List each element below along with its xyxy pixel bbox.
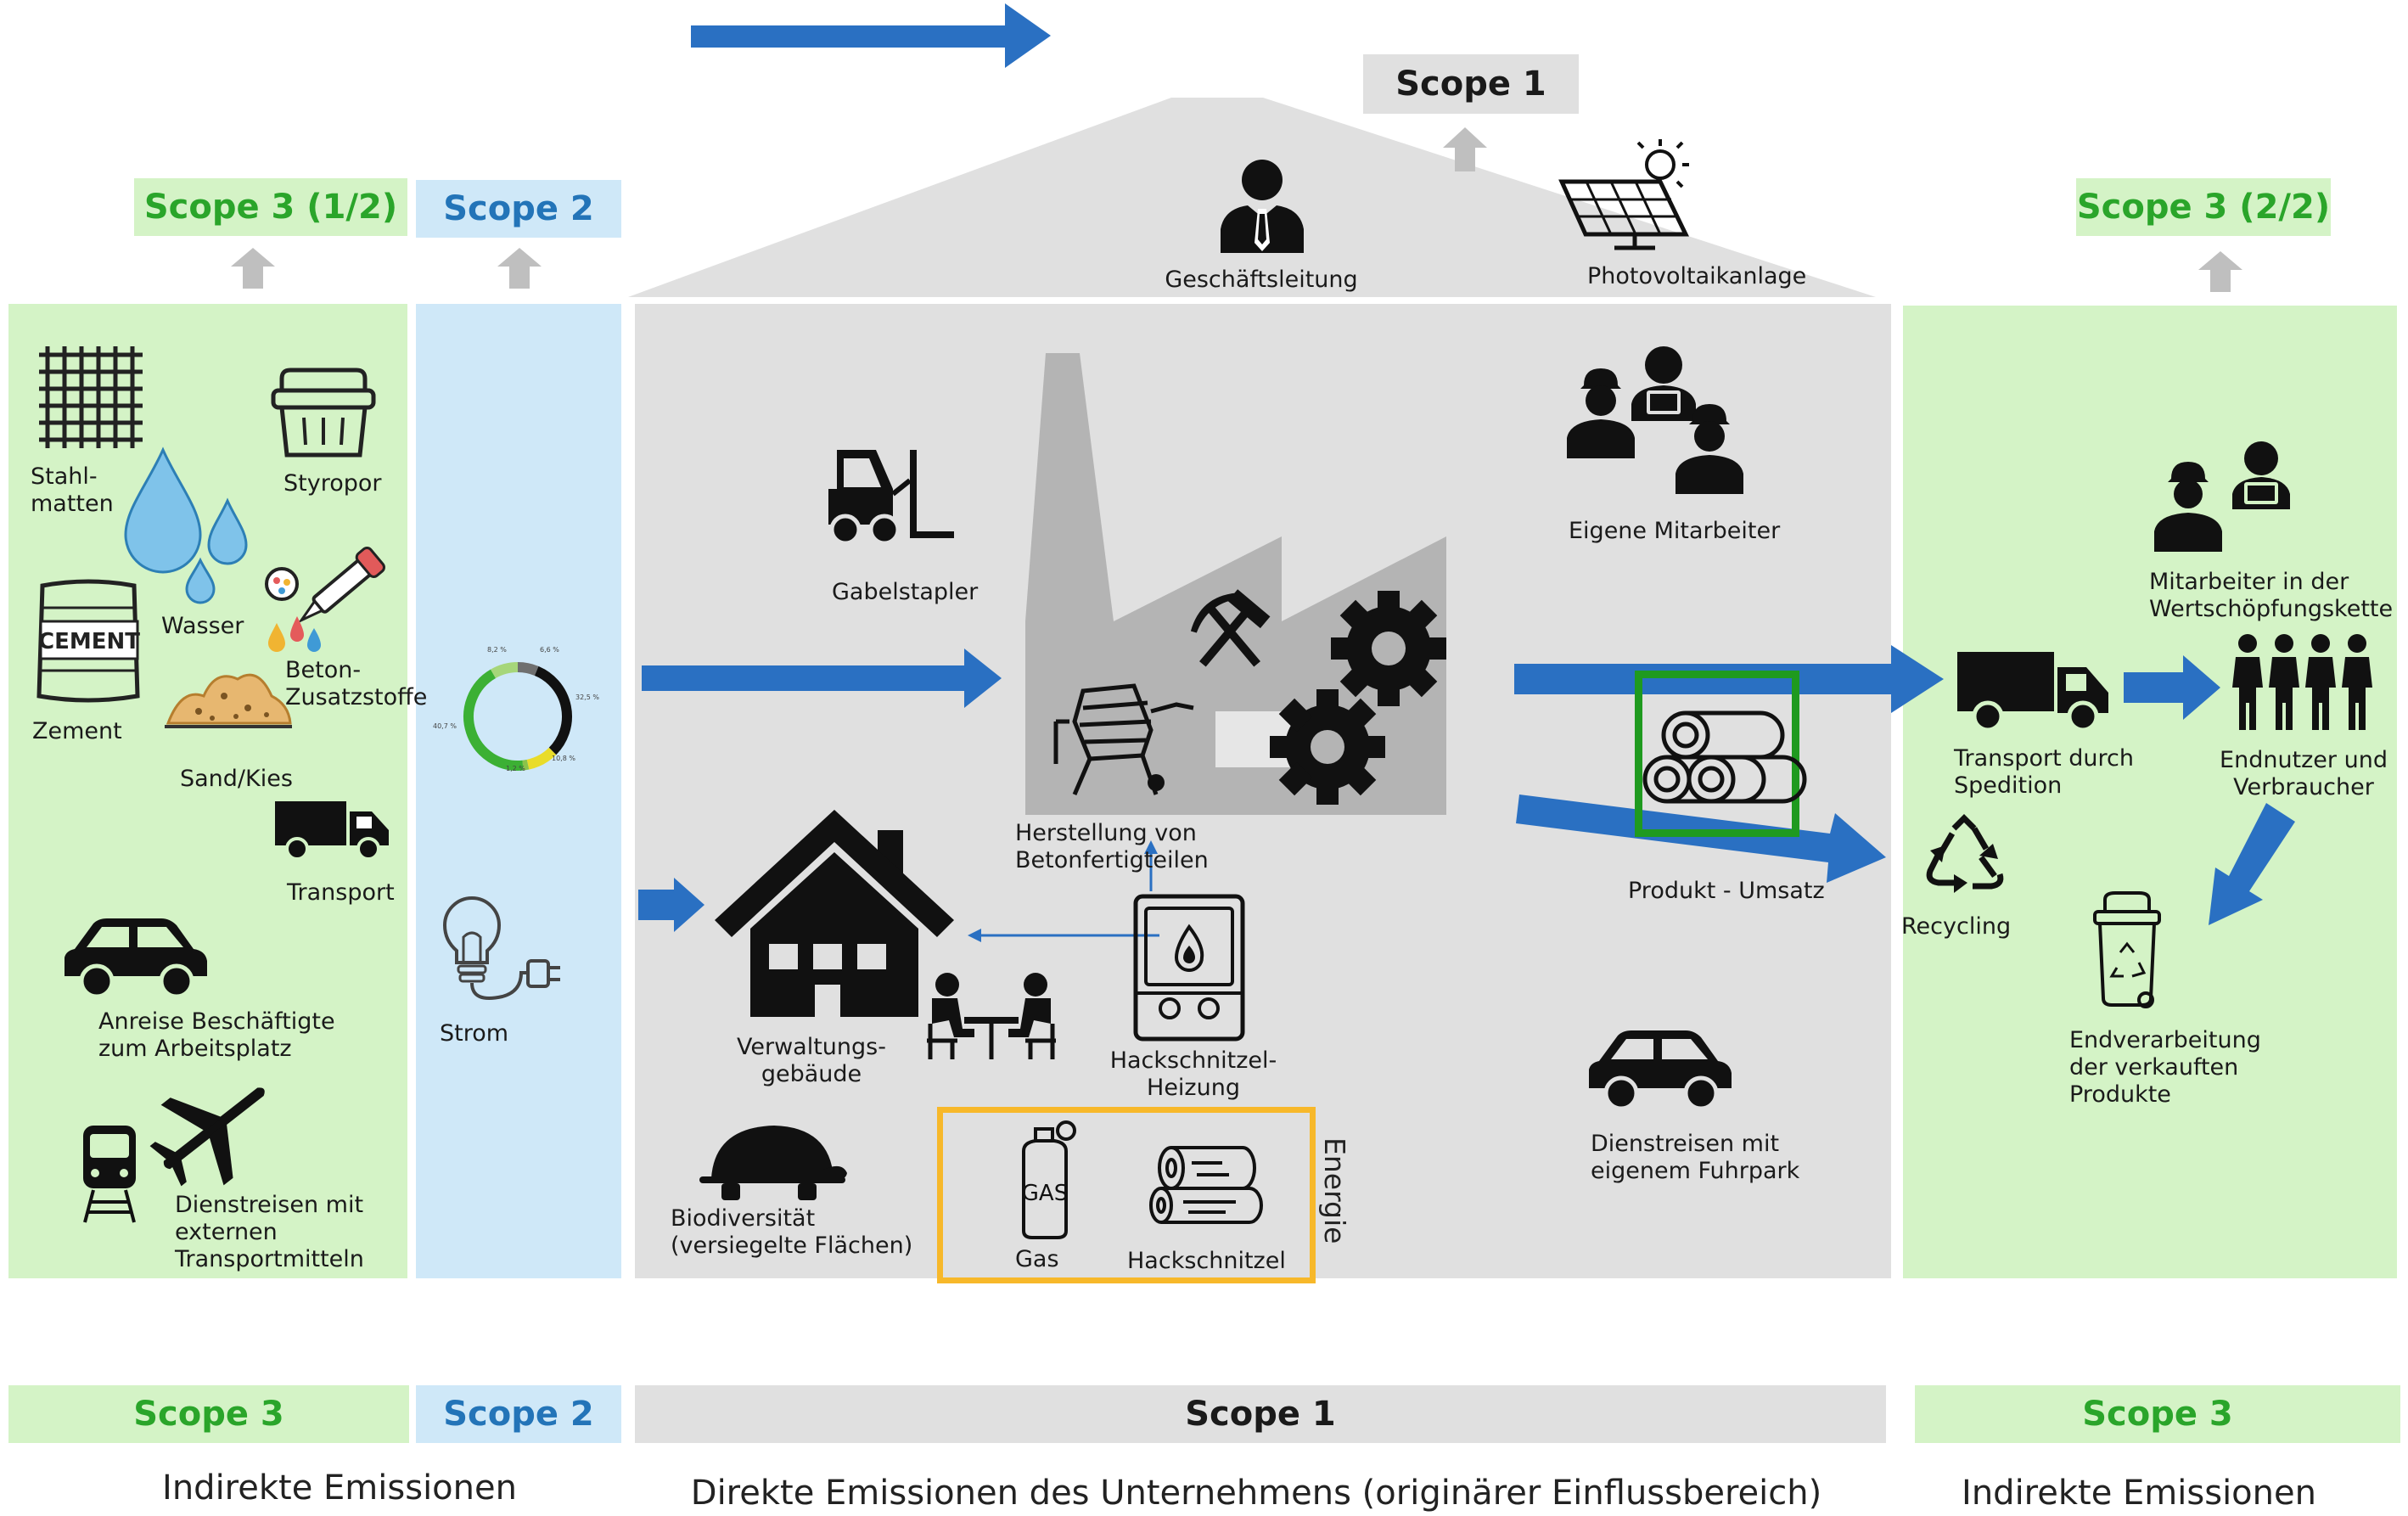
heating-arrows [968, 840, 1159, 942]
solar-panel-icon [1558, 139, 1689, 250]
scope3-left-top-label: Scope 3 (1/2) [134, 178, 407, 236]
employees-icon [1567, 346, 1743, 494]
turtle-icon [699, 1126, 847, 1200]
car-icon [65, 918, 207, 999]
scope2-panel [416, 304, 621, 1278]
scope3-right-bottom-label: Scope 3 [1915, 1385, 2400, 1443]
power-label: Strom [440, 1020, 509, 1047]
lightbulb-plug-icon [442, 896, 560, 1000]
train-icon [83, 1126, 136, 1223]
recycling-label: Recycling [1901, 913, 2012, 940]
scope1-bottom-label: Scope 1 [635, 1385, 1886, 1443]
scope3-left-bottom-label: Scope 3 [8, 1385, 409, 1443]
end-users-label: Endnutzer und Verbraucher [2220, 747, 2388, 800]
donut-label: 10,8 % [552, 755, 575, 762]
forklift-icon [828, 450, 954, 546]
donut-label: 8,2 % [487, 646, 507, 654]
energy-label: Energie [1312, 1137, 1363, 1282]
flow-arrow-to-end-users [2124, 655, 2220, 720]
production-label: Herstellung von Betonfertigteilen [1015, 820, 1209, 873]
woodchip-heating-label: Hackschnitzel- Heizung [1109, 1047, 1277, 1101]
cement-label: Zement [32, 718, 122, 744]
recycling-icon [1926, 814, 2004, 893]
heating-boiler-icon [1133, 894, 1245, 1042]
end-users-icon [2232, 634, 2372, 730]
water-drops-icon [124, 446, 248, 604]
pipes-icon [1642, 710, 1807, 804]
gas-label: Gas [1015, 1246, 1059, 1272]
energy-highlight-box [937, 1107, 1316, 1283]
meeting-icon [927, 973, 1056, 1059]
up-arrow-icon [1443, 127, 1487, 171]
flow-arrow-to-admin [638, 878, 704, 932]
gas-canister-text: GAS [1022, 1181, 1068, 1206]
gears-icon [1270, 591, 1446, 805]
airplane-icon [149, 1087, 265, 1187]
flow-arrow-to-end-processing [2209, 803, 2295, 925]
indirect-emissions-right-caption: Indirekte Emissionen [1962, 1474, 2316, 1513]
forklift-label: Gabelstapler [832, 579, 979, 605]
water-label: Wasser [161, 613, 244, 639]
sand-gravel-icon [165, 673, 292, 728]
value-chain-employees-label: Mitarbeiter in der Wertschöpfungskette [2149, 569, 2394, 622]
up-arrow-icon [2198, 251, 2242, 292]
house-icon [715, 810, 954, 1017]
scope3-right-top-label: Scope 3 (2/2) [2076, 178, 2331, 236]
flow-arrow-to-shipping [1514, 645, 1944, 713]
flow-arrow-top [691, 3, 1051, 68]
value-chain-employees-icon [2154, 441, 2290, 552]
styrofoam-label: Styropor [283, 470, 382, 497]
admin-building-label: Verwaltungs- gebäude [737, 1034, 886, 1087]
donut-label: 1,2 % [506, 765, 525, 772]
business-travel-own-label: Dienstreisen mit eigenem Fuhrpark [1591, 1131, 1800, 1184]
biodiversity-label: Biodiversität (versiegelte Flächen) [671, 1205, 913, 1259]
indirect-emissions-left-caption: Indirekte Emissionen [162, 1468, 517, 1508]
cement-bag-text: CEMENT [38, 629, 140, 654]
steel-mesh-icon [39, 346, 143, 448]
power-mix-donut-chart: 8,2 % 6,6 % 32,5 % 10,8 % 1,2 % 40,7 % [433, 646, 599, 772]
employees-label: Eigene Mitarbeiter [1569, 518, 1781, 544]
scope2-top-label: Scope 2 [416, 180, 621, 238]
business-travel-external-label: Dienstreisen mit externen Transportmitte… [175, 1192, 364, 1272]
scope1-top-label: Scope 1 [1363, 54, 1579, 114]
scope2-bottom-label: Scope 2 [416, 1385, 621, 1443]
steel-mats-label: Stahl- matten [31, 463, 114, 517]
product-highlight-box [1635, 671, 1799, 837]
additives-label: Beton- Zusatzstoffe [285, 657, 428, 710]
energy-label-text: Energie [1318, 1137, 1351, 1244]
woodchips-label: Hackschnitzel [1127, 1248, 1286, 1274]
commute-label: Anreise Beschäftigte zum Arbeitsplatz [98, 1008, 335, 1062]
hammer-pick-icon [1190, 589, 1271, 667]
truck-icon [275, 801, 389, 861]
additives-pipette-icon [265, 546, 385, 652]
shipping-label: Transport durch Spedition [1954, 745, 2134, 799]
scope3-right-panel [1903, 306, 2397, 1278]
sand-label: Sand/Kies [180, 766, 293, 792]
up-arrow-icon [231, 248, 275, 289]
cement-bag-icon: CEMENT [36, 579, 140, 703]
up-arrow-icon [497, 248, 542, 289]
photovoltaic-label: Photovoltaikanlage [1587, 263, 1807, 289]
wood-logs-icon [1149, 1146, 1263, 1224]
flow-arrow-to-recycling [1516, 794, 1886, 883]
manager-icon [1221, 160, 1304, 253]
donut-label: 40,7 % [433, 722, 457, 730]
end-processing-label: Endverarbeitung der verkauften Produkte [2069, 1027, 2261, 1108]
styrofoam-box-icon [271, 368, 376, 458]
gas-canister-icon: GAS [1022, 1120, 1076, 1239]
donut-label: 6,6 % [540, 646, 559, 654]
concrete-mixer-icon [1053, 683, 1194, 795]
transport-label: Transport [287, 879, 395, 906]
car-fleet-icon [1589, 1030, 1732, 1111]
product-sales-label: Produkt - Umsatz [1628, 878, 1825, 904]
recycling-bin-icon [2093, 891, 2161, 1008]
shipping-truck-icon [1957, 652, 2108, 733]
flow-arrow-to-factory [642, 649, 1002, 708]
management-label: Geschäftsleitung [1165, 267, 1358, 293]
direct-emissions-caption: Direkte Emissionen des Unternehmens (ori… [690, 1474, 1822, 1513]
donut-label: 32,5 % [575, 693, 599, 701]
